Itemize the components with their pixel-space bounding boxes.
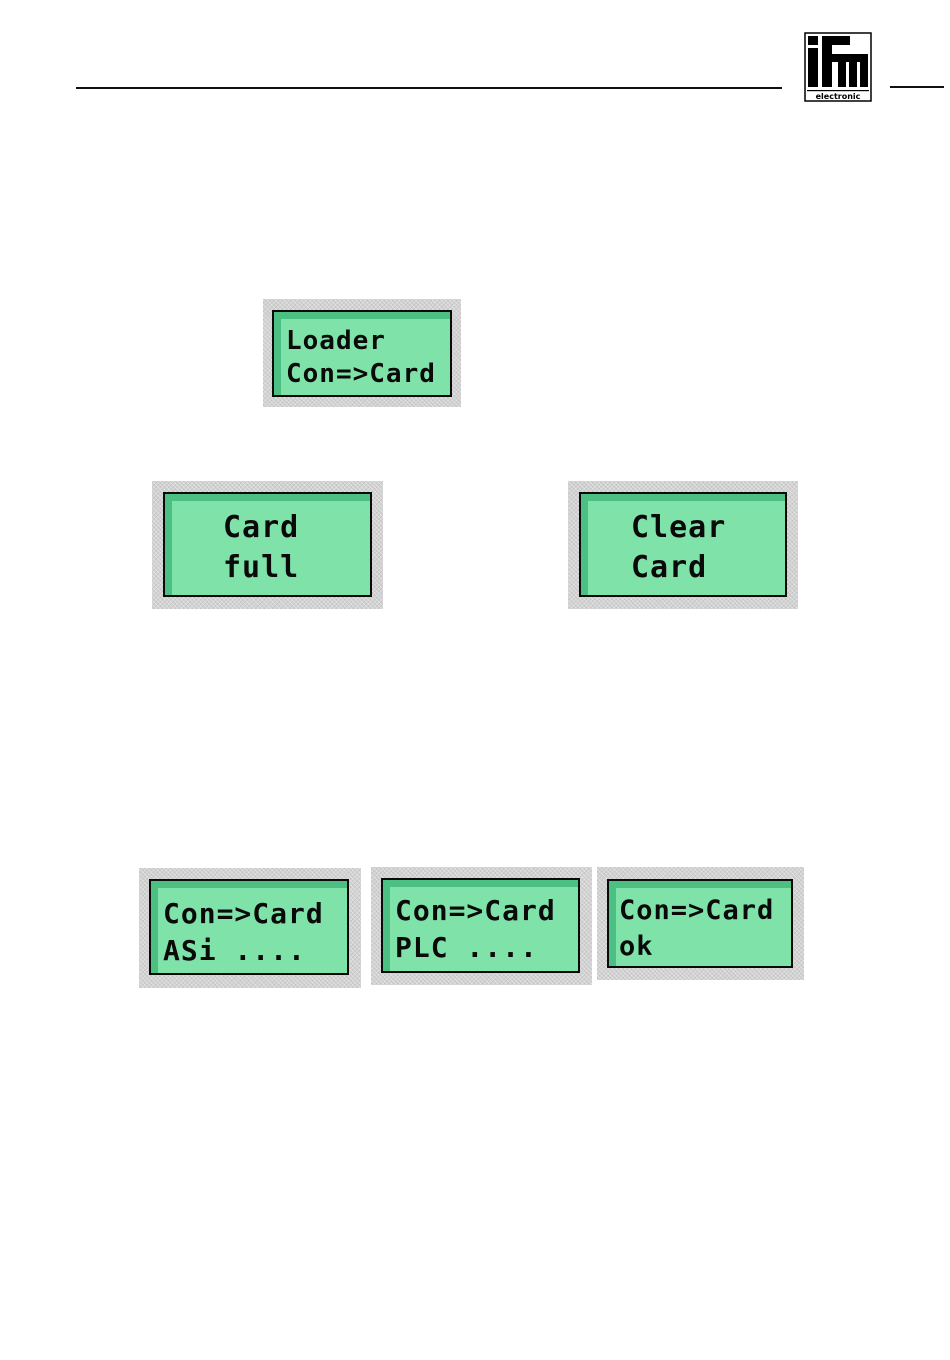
lcd-screen: Con=>Card PLC .... xyxy=(381,878,580,973)
lcd-line-2: Con=>Card xyxy=(286,359,436,389)
lcd-screen: Clear Card xyxy=(579,492,787,597)
header-rule-left xyxy=(76,87,782,89)
logo-wordmark: electronic xyxy=(816,92,861,101)
lcd-line-1: Card xyxy=(223,510,299,545)
lcd-line-2: PLC .... xyxy=(395,931,538,964)
lcd-line-1: Clear xyxy=(631,510,726,545)
lcd-display-plc-progress: Con=>Card PLC .... xyxy=(371,867,592,985)
lcd-display-ok: Con=>Card ok xyxy=(597,867,804,980)
lcd-display-clear-card: Clear Card xyxy=(568,481,798,609)
lcd-display-card-full: Card full xyxy=(152,481,383,609)
lcd-line-1: Con=>Card xyxy=(395,894,556,927)
lcd-line-2: ok xyxy=(619,931,654,962)
lcd-screen: Con=>Card ASi .... xyxy=(149,879,349,975)
lcd-screen: Loader Con=>Card xyxy=(272,310,452,397)
lcd-screen: Con=>Card ok xyxy=(607,879,793,968)
header-rule-right xyxy=(890,86,944,88)
ifm-logo-icon: electronic xyxy=(804,32,872,102)
lcd-line-1: Loader xyxy=(286,326,386,356)
lcd-display-asi-progress: Con=>Card ASi .... xyxy=(139,868,361,988)
lcd-line-2: full xyxy=(223,550,299,585)
lcd-line-2: Card xyxy=(631,550,707,585)
lcd-line-2: ASi .... xyxy=(163,934,306,967)
lcd-display-loader: Loader Con=>Card xyxy=(263,299,461,407)
lcd-screen: Card full xyxy=(163,492,372,597)
lcd-line-1: Con=>Card xyxy=(163,897,324,930)
lcd-line-1: Con=>Card xyxy=(619,895,774,926)
